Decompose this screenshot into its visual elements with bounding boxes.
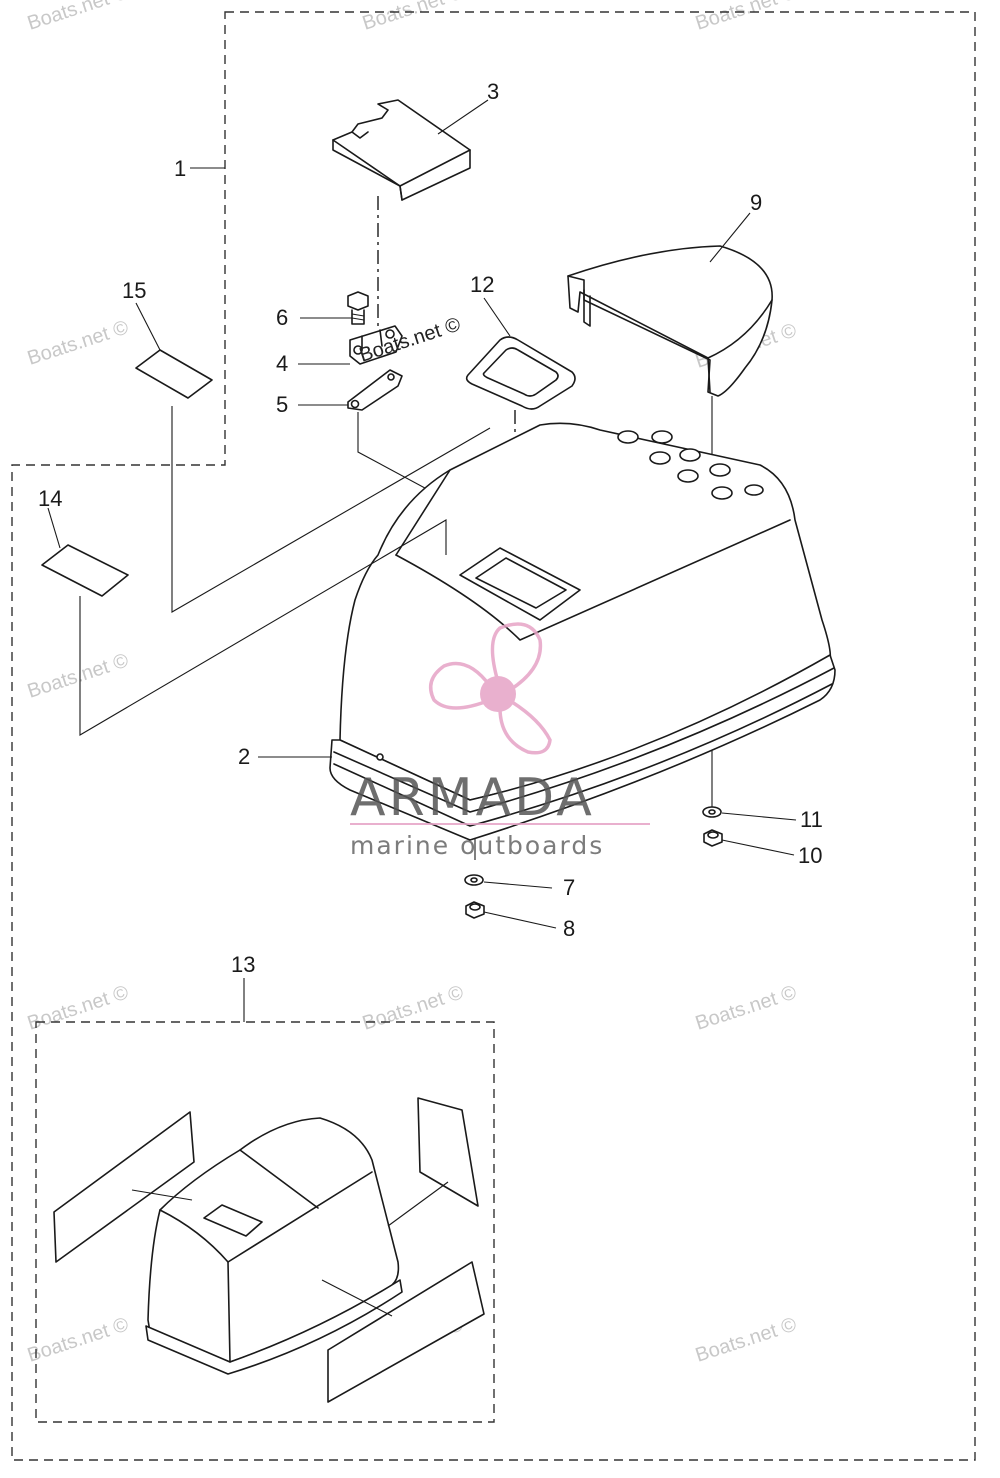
part-7-washer — [464, 874, 484, 886]
part-9-rear-cover — [567, 245, 773, 397]
watermark: Boats.net © — [693, 981, 800, 1034]
callout-10: 10 — [798, 843, 822, 868]
decal-left — [53, 1111, 195, 1263]
logo-name: ARMADA — [350, 768, 595, 828]
callout-labels: 1 2 3 4 5 6 7 8 9 10 11 12 13 14 15 — [38, 79, 823, 977]
watermark: Boats.net © — [360, 981, 467, 1034]
watermark: Boats.net © — [25, 649, 132, 702]
watermark: Boats.net © — [25, 1313, 132, 1366]
watermark: Boats.net © — [25, 0, 132, 35]
callout-12: 12 — [470, 272, 494, 297]
part-6-bolt — [347, 291, 369, 325]
callout-13: 13 — [231, 952, 255, 977]
decal-set-boundary — [35, 1021, 495, 1423]
callout-8: 8 — [563, 916, 575, 941]
part-13-decal-set — [53, 1097, 485, 1403]
watermark: Boats.net © — [25, 316, 132, 369]
callout-7: 7 — [563, 875, 575, 900]
part-15-decal — [135, 349, 213, 399]
watermark: Boats.net © — [360, 0, 467, 35]
callout-15: 15 — [122, 278, 146, 303]
assembly-boundary — [11, 11, 976, 1461]
propeller-icon — [428, 622, 552, 755]
alignment-line — [79, 519, 447, 736]
callout-2: 2 — [238, 744, 250, 769]
decal-right — [417, 1097, 479, 1207]
part-10-nut — [703, 829, 723, 847]
part-2-top-cowling — [329, 422, 836, 841]
part-3-lid-plate — [332, 99, 471, 201]
callout-11: 11 — [800, 807, 823, 832]
watermark-dark: Boats.net © — [357, 313, 464, 366]
armada-logo: ARMADA marine outboards — [350, 622, 650, 860]
part-14-decal — [41, 544, 129, 597]
cowling-vents — [617, 430, 764, 500]
leader-lines — [47, 99, 797, 1022]
callout-14: 14 — [38, 486, 62, 511]
decal-bottom — [327, 1261, 485, 1403]
callout-1: 1 — [174, 156, 186, 181]
logo-tagline: marine outboards — [350, 831, 604, 860]
callout-9: 9 — [750, 190, 762, 215]
callout-3: 3 — [487, 79, 499, 104]
watermark: Boats.net © — [693, 0, 800, 35]
watermark: Boats.net © — [693, 1313, 800, 1366]
watermark: Boats.net © — [25, 981, 132, 1034]
part-5-plate — [347, 369, 403, 411]
callout-5: 5 — [276, 392, 288, 417]
alignment-line — [171, 406, 491, 613]
part-4-latch — [349, 325, 403, 365]
part-8-nut — [465, 901, 485, 919]
callout-4: 4 — [276, 351, 288, 376]
part-12-seal — [465, 336, 576, 410]
part-11-washer — [702, 806, 722, 818]
callout-6: 6 — [276, 305, 288, 330]
